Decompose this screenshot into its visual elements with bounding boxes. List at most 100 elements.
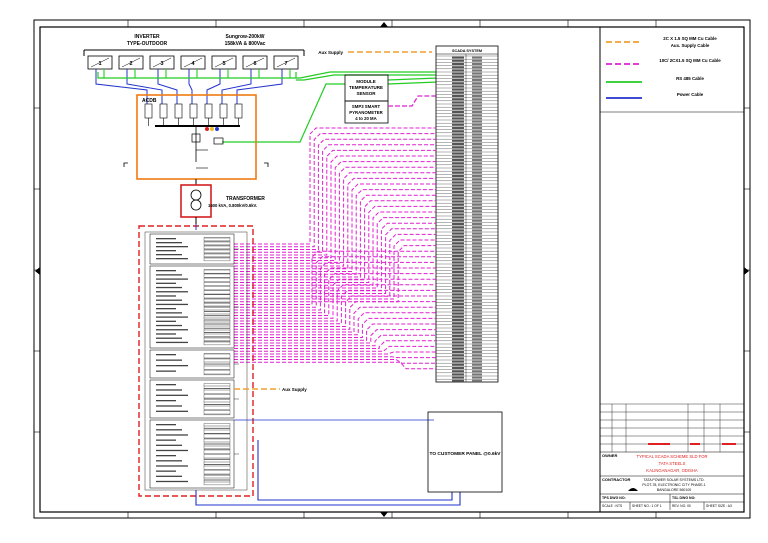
terminal-block (203, 454, 231, 460)
panel-label-line (156, 475, 182, 477)
inverter-box: 7 (273, 55, 299, 70)
panel-label-line (156, 278, 188, 280)
panel-label-line (156, 470, 176, 472)
scada-terminal-tag (472, 127, 482, 129)
signal-cable (234, 172, 436, 267)
scada-terminal-tag (472, 165, 482, 168)
terminal-block (203, 257, 231, 262)
scada-terminal-tag (472, 251, 482, 254)
scada-terminal-tag (472, 91, 482, 94)
panel-label-line (156, 444, 182, 446)
terminal-block (203, 449, 231, 455)
panel-label-line (156, 242, 182, 244)
panel-label-line (156, 434, 188, 436)
terminal-block (203, 423, 231, 429)
inverter-title: INVERTER (134, 34, 160, 40)
scada-terminal-tag (452, 85, 464, 88)
panel-label-line (156, 449, 188, 452)
legend-item: RS 485 Cable (606, 76, 704, 83)
scada-terminal-tag (452, 251, 464, 254)
scada-terminal-tag (452, 277, 464, 280)
panel-label-line (156, 400, 176, 402)
signal-cable (234, 211, 436, 286)
panel-label-line (156, 324, 182, 327)
scada-terminal-tag (452, 98, 464, 101)
legend-label-1: Power Cable (677, 92, 704, 97)
panel-label-line (156, 295, 176, 297)
scada-terminal-tag (472, 216, 482, 219)
signal-cable (234, 306, 436, 333)
terminal-block (203, 469, 231, 475)
scada-terminal-tag (452, 245, 464, 248)
terminal-block (203, 298, 231, 303)
scada-terminal-tag (452, 306, 464, 309)
terminal-block (203, 336, 231, 341)
panel-label-line (156, 424, 176, 426)
scada-terminal-tag (452, 354, 464, 357)
scada-terminal-tag (452, 239, 464, 241)
scada-terminal-tag (472, 245, 482, 248)
panel-label-line (156, 320, 176, 322)
signal-cable (234, 205, 436, 283)
terminal-block (203, 394, 231, 400)
scada-terminal-tag (472, 59, 482, 62)
panel-label-line (156, 455, 176, 457)
signal-cable (234, 239, 436, 300)
revision-table (600, 403, 744, 452)
scada-terminal-tag (452, 63, 464, 65)
signal-cable (234, 312, 436, 336)
signal-cable (234, 351, 436, 355)
marshalling-panel (138, 225, 254, 497)
scada-terminal-tag (452, 367, 464, 369)
signal-cable (234, 361, 436, 370)
scada-terminal-tag (472, 155, 482, 158)
terminal-block (203, 315, 231, 320)
inverter-box: 5 (211, 55, 237, 70)
terminal-block (203, 241, 231, 246)
scada-terminal-tag (452, 117, 464, 120)
scada-terminal-tag (472, 299, 482, 302)
signal-cable (234, 250, 436, 305)
signal-cable (234, 289, 436, 325)
terminal-block (203, 428, 231, 434)
scada-terminal-tag (452, 143, 464, 145)
acdb-incomer-breaker (174, 103, 183, 119)
panel-section (149, 349, 239, 379)
scada-terminal-tag (472, 319, 482, 321)
aux-supply-top-label: Aux Supply (318, 50, 343, 55)
scada-terminal-tag (452, 283, 464, 286)
terminal-block (203, 307, 231, 312)
panel-label-line (156, 465, 188, 467)
inverter-box: 1 (87, 55, 113, 70)
scada-terminal-tag (472, 232, 482, 235)
acdb-incomer-breakers (144, 103, 243, 126)
terminal-block (203, 459, 231, 465)
scada-terminal-tag (472, 239, 482, 241)
panel-label-line (156, 429, 182, 431)
panel-label-line (156, 282, 176, 284)
panel-label-line (156, 316, 188, 318)
scada-terminal-column: SCADA SYSTEM (435, 45, 499, 383)
signal-cable (234, 144, 436, 253)
power-cable (206, 69, 221, 104)
scada-terminal-tag (472, 296, 482, 299)
scada-terminal-tag (472, 72, 482, 75)
terminal-block (203, 253, 231, 258)
signal-cable (234, 200, 436, 281)
terminal-block (203, 369, 231, 376)
scada-terminal-tag (452, 207, 464, 209)
scada-terminal-tag (472, 226, 482, 229)
scada-terminal-tag (452, 136, 464, 139)
scada-terminal-tag (452, 184, 464, 187)
scada-terminal-tag (472, 213, 482, 216)
scada-terminal-tag (452, 72, 464, 75)
panel-label-line (156, 299, 182, 301)
power-cable (236, 69, 283, 104)
terminal-block (203, 311, 231, 316)
scada-terminal-tag (472, 191, 482, 193)
scada-terminal-tag (472, 101, 482, 104)
panel-label-line (156, 274, 182, 276)
acdb-indicator-red (205, 127, 209, 131)
scada-terminal-tag (452, 347, 464, 350)
